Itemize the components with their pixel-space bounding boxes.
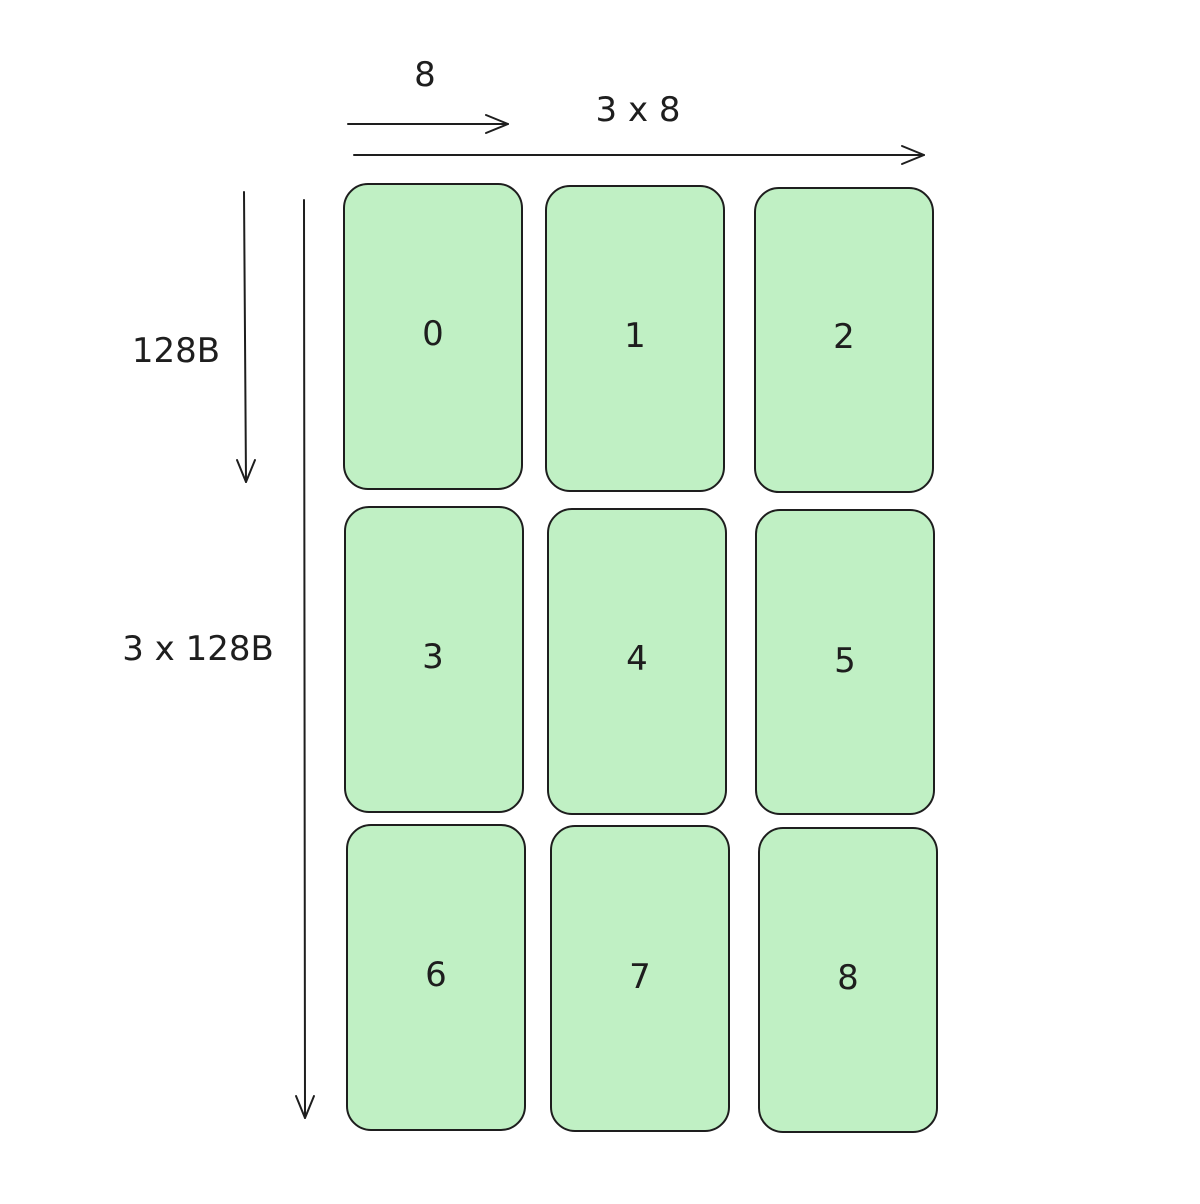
tile-4-box: [547, 508, 727, 815]
tile-width-arrow: [347, 114, 509, 134]
tile-6-box: [346, 824, 526, 1131]
tile-5-label: 5: [834, 641, 856, 681]
tile-7-box: [550, 825, 730, 1132]
tile-5: 5: [755, 509, 935, 815]
tile-5-box: [755, 509, 935, 815]
tile-1-label: 1: [624, 316, 646, 356]
tile-4: 4: [547, 508, 727, 815]
tile-3: 3: [344, 506, 524, 813]
tile-8-label: 8: [837, 958, 859, 998]
tile-2-box: [754, 187, 934, 493]
tile-6: 6: [346, 824, 526, 1131]
tile-height-arrow: [236, 191, 256, 483]
tile-0-box: [343, 183, 523, 490]
tile-1-box: [545, 185, 725, 492]
tile-7-label: 7: [629, 957, 651, 997]
total-width-arrow: [353, 145, 925, 165]
tile-8-box: [758, 827, 938, 1133]
tile-1: 1: [545, 185, 725, 492]
tile-8: 8: [758, 827, 938, 1133]
tile-3-label: 3: [422, 637, 444, 677]
tile-2: 2: [754, 187, 934, 493]
tile-7: 7: [550, 825, 730, 1132]
total-height-label: 3 x 128B: [122, 629, 274, 669]
tile-2-label: 2: [833, 317, 855, 357]
tile-0: 0: [343, 183, 523, 490]
tile-6-label: 6: [425, 955, 447, 995]
tile-width-label: 8: [414, 55, 436, 95]
tile-height-label: 128B: [132, 331, 220, 371]
total-width-label: 3 x 8: [596, 90, 681, 130]
tile-0-label: 0: [422, 314, 444, 354]
total-height-arrow: [295, 199, 315, 1119]
tile-3-box: [344, 506, 524, 813]
tile-4-label: 4: [626, 639, 648, 679]
